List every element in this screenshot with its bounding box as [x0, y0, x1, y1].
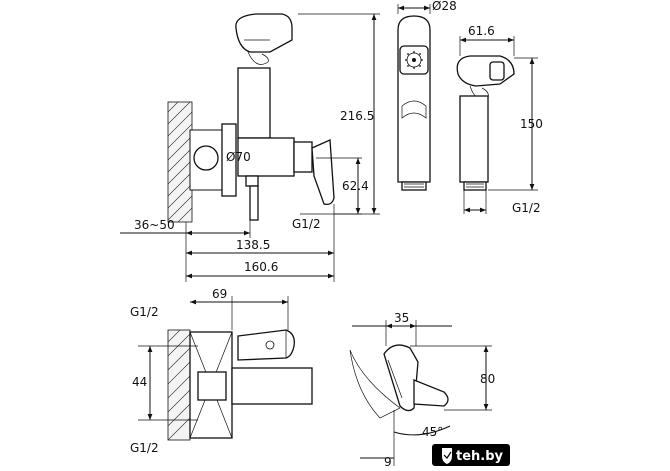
dim-138-5: 138.5 [236, 238, 270, 252]
dim-d70: Ø70 [226, 150, 251, 164]
dim-36-50: 36~50 [134, 218, 175, 232]
label-g12-bottom-left: G1/2 [130, 441, 159, 455]
wall-hatch [167, 101, 223, 223]
dim-44: 44 [132, 375, 147, 389]
dim-45-deg: 45° [422, 425, 443, 439]
dim-61-6: 61.6 [468, 24, 495, 38]
label-g12-top-left: G1/2 [130, 305, 159, 319]
label-g12-right: G1/2 [512, 201, 541, 215]
dim-150: 150 [520, 117, 543, 131]
dim-9: 9 [384, 455, 392, 469]
dim-69: 69 [212, 287, 227, 301]
shield-icon [442, 448, 452, 464]
watermark: teh.by [432, 444, 510, 466]
side-view-dimensions: 216.5 Ø70 62.4 G1/2 36~50 138.5 160.6 [120, 13, 380, 282]
dim-35: 35 [394, 311, 409, 325]
dim-62-4: 62.4 [342, 179, 369, 193]
side-view [167, 13, 335, 223]
front-view: Ø28 [397, 0, 457, 191]
dim-80: 80 [480, 372, 495, 386]
top-view: 69 G1/2 44 G1/2 [130, 287, 313, 455]
right-view: 61.6 150 G1/2 [456, 24, 543, 215]
dim-160-6: 160.6 [244, 260, 278, 274]
dim-216-5: 216.5 [340, 109, 374, 123]
label-g12-mid: G1/2 [292, 217, 321, 231]
handle-detail: 35 80 45° 9 [349, 311, 495, 469]
watermark-text: teh.by [456, 449, 504, 464]
dim-d28: Ø28 [432, 0, 457, 13]
